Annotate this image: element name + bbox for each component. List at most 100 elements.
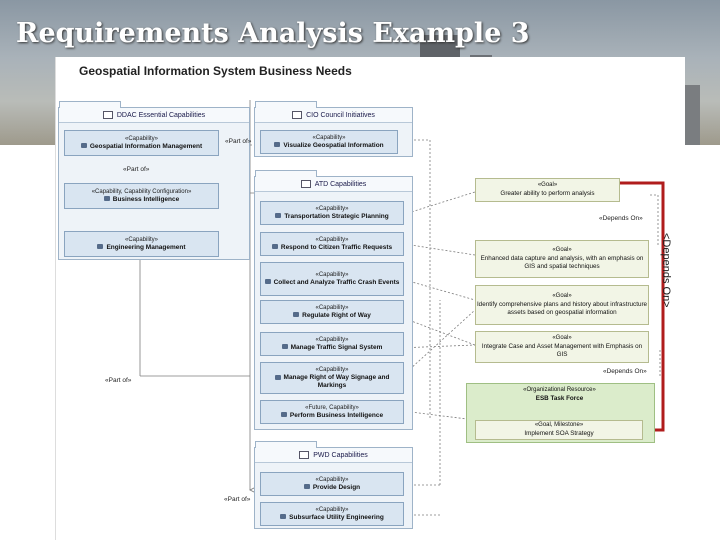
- goal-stereotype: «Goal»: [552, 293, 572, 300]
- capability-stereotype: «Capability»: [315, 271, 349, 278]
- package-title: PWD Capabilities: [313, 451, 368, 459]
- capability-engineering-mgmt[interactable]: «Capability» Engineering Management: [64, 231, 219, 257]
- capability-traffic-crash[interactable]: «Capability» Collect and Analyze Traffic…: [260, 262, 404, 296]
- capability-name-text: Visualize Geospatial Information: [283, 141, 384, 149]
- org-stereotype: «Organizational Resource»: [523, 387, 596, 394]
- folder-icon: [102, 111, 113, 119]
- capability-name-text: Engineering Management: [106, 243, 186, 251]
- folder-icon: [300, 180, 311, 188]
- package-header: DDAC Essential Capabilities: [59, 108, 249, 123]
- part-of-label: «Part of»: [225, 138, 252, 145]
- capability-name: Geospatial Information Management: [80, 142, 203, 151]
- goal-name: Identify comprehensive plans and history…: [476, 300, 648, 316]
- folder-icon: [292, 111, 303, 119]
- goal-integrate-case-asset[interactable]: «Goal» Integrate Case and Asset Manageme…: [475, 331, 649, 363]
- part-of-label: «Part of»: [224, 496, 251, 503]
- package-title: DDAC Essential Capabilities: [116, 111, 206, 119]
- org-resource-header: «Organizational Resource» ESB Task Force: [467, 384, 652, 406]
- capability-stereotype: «Capability»: [124, 236, 159, 243]
- capability-name: Respond to Citizen Traffic Requests: [271, 243, 393, 252]
- capability-name-text: Geospatial Information Management: [89, 142, 203, 150]
- package-tab: [59, 101, 121, 109]
- capability-name: Regulate Right of Way: [293, 312, 371, 320]
- capability-icon: [280, 412, 287, 418]
- capability-icon: [293, 312, 300, 318]
- goal-stereotype: «Goal»: [537, 182, 558, 189]
- capability-right-of-way[interactable]: «Capability» Regulate Right of Way: [260, 300, 404, 324]
- capability-name: Business Intelligence: [103, 195, 180, 204]
- goal-name: Integrate Case and Asset Management with…: [481, 342, 643, 358]
- package-tab: [255, 101, 317, 109]
- capability-icon: [280, 514, 287, 520]
- slide-title: Requirements Analysis Example 3: [16, 18, 530, 49]
- capability-transportation-planning[interactable]: «Capability» Transportation Strategic Pl…: [260, 201, 404, 225]
- capability-stereotype: «Capability»: [315, 506, 349, 513]
- capability-name-text: Provide Design: [312, 483, 361, 491]
- depends-on-label: «Depends On»: [599, 215, 643, 222]
- capability-name-text: Transportation Strategic Planning: [284, 212, 389, 220]
- capability-name: Perform Business Intelligence: [280, 411, 384, 420]
- capability-stereotype: «Capability»: [315, 366, 349, 373]
- capability-stereotype: «Capability»: [124, 135, 159, 142]
- capability-icon: [80, 143, 87, 149]
- capability-stereotype: «Capability»: [315, 336, 349, 343]
- diagram-title: Geospatial Information System Business N…: [79, 64, 352, 78]
- goal-stereotype: «Goal»: [552, 335, 572, 342]
- capability-name: Transportation Strategic Planning: [275, 212, 389, 221]
- capability-perform-bi[interactable]: «Future, Capability» Perform Business In…: [260, 400, 404, 424]
- goal-greater-analysis[interactable]: «Goal» Greater ability to perform analys…: [475, 178, 620, 202]
- goal-name: Greater ability to perform analysis: [500, 189, 595, 197]
- goal-enhanced-data-capture[interactable]: «Goal» Enhanced data capture and analysi…: [475, 240, 649, 278]
- capability-stereotype: «Capability»: [315, 205, 349, 212]
- capability-visualize-geospatial[interactable]: «Capability» Visualize Geospatial Inform…: [260, 130, 398, 154]
- capability-stereotype: «Capability»: [315, 476, 349, 483]
- capability-name: Manage Traffic Signal System: [281, 343, 383, 352]
- capability-name: Engineering Management: [97, 243, 186, 252]
- goal-comprehensive-plans[interactable]: «Goal» Identify comprehensive plans and …: [475, 285, 649, 325]
- milestone-stereotype: «Goal, Milestone»: [534, 422, 584, 429]
- capability-name-text: Manage Right of Way Signage and Markings: [283, 373, 390, 389]
- capability-name-text: Manage Traffic Signal System: [290, 343, 383, 351]
- capability-stereotype: «Capability»: [312, 134, 346, 141]
- milestone-name: Implement SOA Strategy: [524, 429, 594, 437]
- capability-name: Provide Design: [303, 483, 361, 492]
- part-of-label: «Part of»: [105, 377, 132, 384]
- capability-name-text: Subsurface Utility Engineering: [289, 513, 384, 521]
- part-of-label: «Part of»: [123, 166, 150, 173]
- capability-traffic-signal[interactable]: «Capability» Manage Traffic Signal Syste…: [260, 332, 404, 356]
- capability-provide-design[interactable]: «Capability» Provide Design: [260, 472, 404, 496]
- capability-icon: [274, 142, 281, 148]
- capability-name-text: Business Intelligence: [112, 195, 180, 203]
- capability-subsurface-utility[interactable]: «Capability» Subsurface Utility Engineer…: [260, 502, 404, 526]
- capability-icon: [264, 279, 271, 285]
- capability-icon: [274, 374, 281, 380]
- capability-stereotype: «Future, Capability»: [305, 404, 359, 411]
- package-header: PWD Capabilities: [255, 448, 412, 463]
- capability-name-text: Collect and Analyze Traffic Crash Events: [273, 278, 400, 286]
- capability-icon: [303, 484, 310, 490]
- capability-stereotype: «Capability»: [315, 236, 349, 243]
- depends-on-vertical-label: <Depends On>: [660, 233, 672, 308]
- package-tab: [255, 170, 317, 178]
- capability-icon: [271, 244, 278, 250]
- milestone-implement-soa[interactable]: «Goal, Milestone» Implement SOA Strategy: [475, 420, 643, 440]
- package-tab: [255, 441, 317, 449]
- capability-name-text: Perform Business Intelligence: [289, 411, 384, 419]
- capability-name: Collect and Analyze Traffic Crash Events: [264, 278, 400, 287]
- capability-icon: [275, 213, 282, 219]
- capability-name-text: Respond to Citizen Traffic Requests: [280, 243, 393, 251]
- capability-stereotype: «Capability»: [315, 304, 349, 311]
- capability-geospatial-info-mgmt[interactable]: «Capability» Geospatial Information Mana…: [64, 130, 219, 156]
- package-header: CIO Council Initiatives: [255, 108, 412, 123]
- capability-name-text: Regulate Right of Way: [302, 311, 371, 319]
- package-title: CIO Council Initiatives: [306, 111, 375, 119]
- package-header: ATD Capabilities: [255, 177, 412, 192]
- goal-stereotype: «Goal»: [552, 247, 572, 254]
- capability-citizen-traffic[interactable]: «Capability» Respond to Citizen Traffic …: [260, 232, 404, 256]
- capability-icon: [97, 244, 104, 250]
- capability-signage-markings[interactable]: «Capability» Manage Right of Way Signage…: [260, 362, 404, 394]
- capability-name: Subsurface Utility Engineering: [280, 514, 384, 522]
- org-resource-esb-task-force[interactable]: «Organizational Resource» ESB Task Force…: [466, 383, 655, 443]
- capability-business-intelligence[interactable]: «Capability, Capability Configuration» B…: [64, 183, 219, 209]
- capability-stereotype: «Capability, Capability Configuration»: [91, 188, 192, 195]
